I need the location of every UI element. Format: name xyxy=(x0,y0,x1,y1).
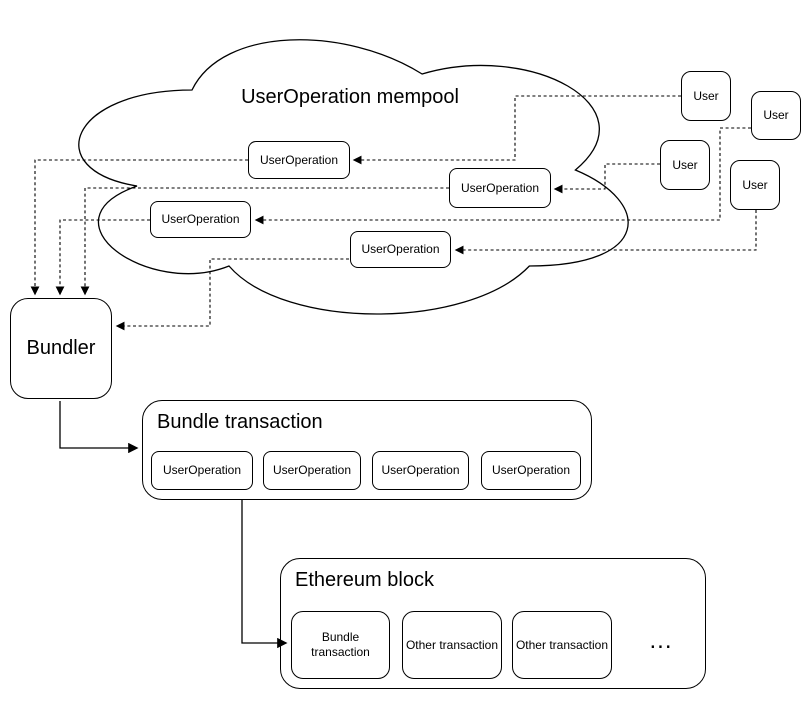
bundle-userop-2: UserOperation xyxy=(263,451,361,490)
ethblock-bundle-transaction: Bundle transaction xyxy=(291,611,390,679)
user-node-3: User xyxy=(660,140,710,190)
connector-userop3-to-bundler xyxy=(55,219,150,296)
ethblock-other-transaction-2: Other transaction xyxy=(512,611,612,679)
user-node-1: User xyxy=(681,71,731,121)
ethblock-other-transaction-1: Other transaction xyxy=(402,611,502,679)
mempool-userop-3: UserOperation xyxy=(150,201,251,238)
bundle-userop-1: UserOperation xyxy=(151,451,253,490)
connector-user3-to-userop2 xyxy=(553,163,660,194)
connector-user4-to-userop4 xyxy=(454,210,757,255)
bundler-node: Bundler xyxy=(10,298,112,399)
connector-userop4-to-bundler xyxy=(115,258,349,331)
user-node-4: User xyxy=(730,160,780,210)
mempool-userop-1: UserOperation xyxy=(248,141,350,179)
mempool-userop-4: UserOperation xyxy=(350,231,451,268)
user-node-2: User xyxy=(751,91,801,140)
bundle-transaction-title: Bundle transaction xyxy=(157,411,323,433)
ethereum-block-container: Ethereum block Bundle transaction Other … xyxy=(280,558,706,689)
mempool-title: UserOperation mempool xyxy=(241,86,459,108)
connector-bundler-to-bundletx xyxy=(59,401,139,454)
bundle-userop-3: UserOperation xyxy=(372,451,469,490)
ethereum-block-title: Ethereum block xyxy=(295,569,434,591)
more-transactions-ellipsis: ... xyxy=(649,627,673,654)
mempool-userop-2: UserOperation xyxy=(449,168,551,208)
bundle-userop-4: UserOperation xyxy=(481,451,581,490)
bundle-transaction-container: Bundle transaction UserOperation UserOpe… xyxy=(142,400,592,500)
